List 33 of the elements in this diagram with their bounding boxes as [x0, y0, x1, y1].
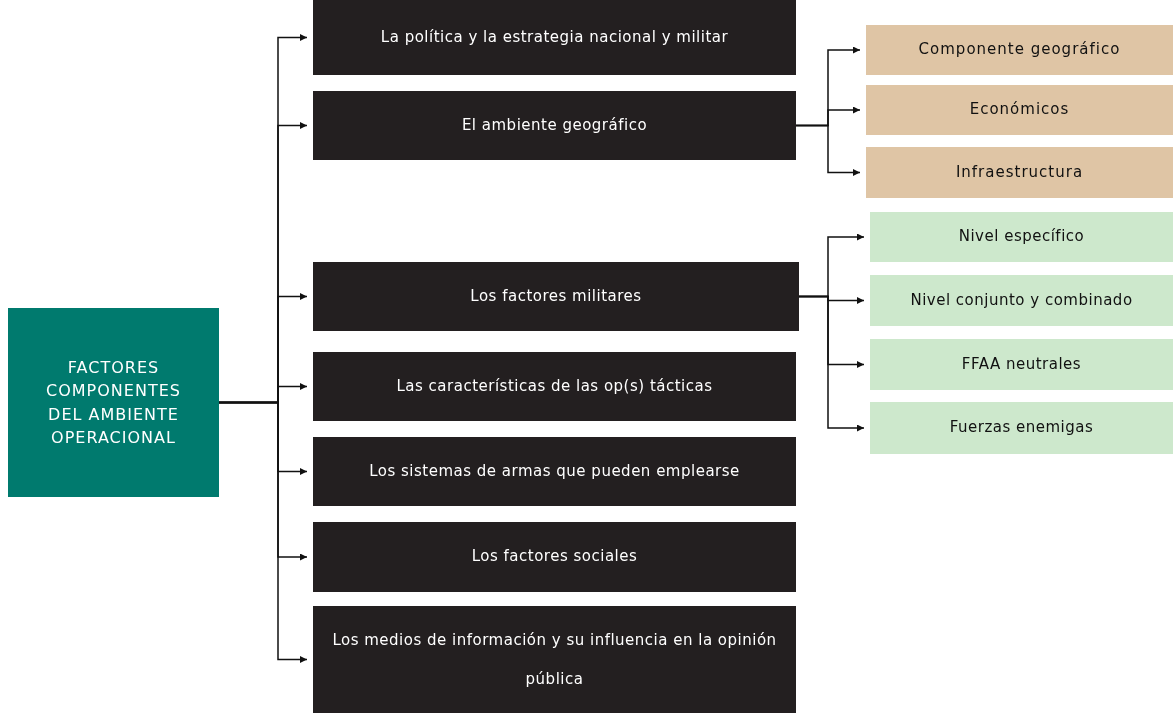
factor-box	[313, 91, 796, 160]
node-label: Los medios de información y su influencia en la opinión pública	[331, 629, 778, 690]
node-label: Los factores militares	[470, 286, 642, 307]
node-label: El ambiente geográfico	[461, 115, 648, 136]
arrow	[798, 295, 865, 432]
node-label: Componente geográfico	[918, 40, 1121, 60]
factor-box	[313, 352, 796, 421]
subfactor-box	[866, 85, 1173, 135]
node-label: La política y la estrategia nacional y militar	[380, 27, 729, 48]
factor-box	[313, 606, 796, 713]
node-label: Nivel específico	[958, 227, 1085, 247]
node-label: Económicos	[969, 100, 1070, 120]
node-label: Los sistemas de armas que pueden emplearse	[369, 461, 740, 482]
subfactor-box	[870, 339, 1173, 390]
factor-box	[313, 262, 799, 331]
subfactor-box	[870, 275, 1173, 326]
subfactor-box	[866, 147, 1173, 198]
factor-box	[313, 0, 796, 75]
root-box	[8, 308, 219, 497]
subfactor-box	[870, 212, 1173, 262]
subfactor-box	[870, 402, 1173, 454]
node-label: Fuerzas enemigas	[949, 418, 1094, 438]
node-label: Infraestructura	[955, 162, 1084, 183]
node-label: Nivel conjunto y combinado	[910, 290, 1133, 311]
node-label: Las características de las op(s) tácticas	[396, 376, 713, 397]
node-label: Los factores sociales	[471, 547, 638, 567]
factor-box	[313, 437, 796, 506]
node-label: FFAA neutrales	[961, 354, 1082, 375]
subfactor-box	[866, 25, 1173, 75]
arrow	[218, 401, 308, 663]
arrow	[795, 124, 861, 176]
factor-box	[313, 522, 796, 592]
node-label: FACTORES COMPONENTES DEL AMBIENTE OPERACIONAL	[45, 357, 182, 449]
